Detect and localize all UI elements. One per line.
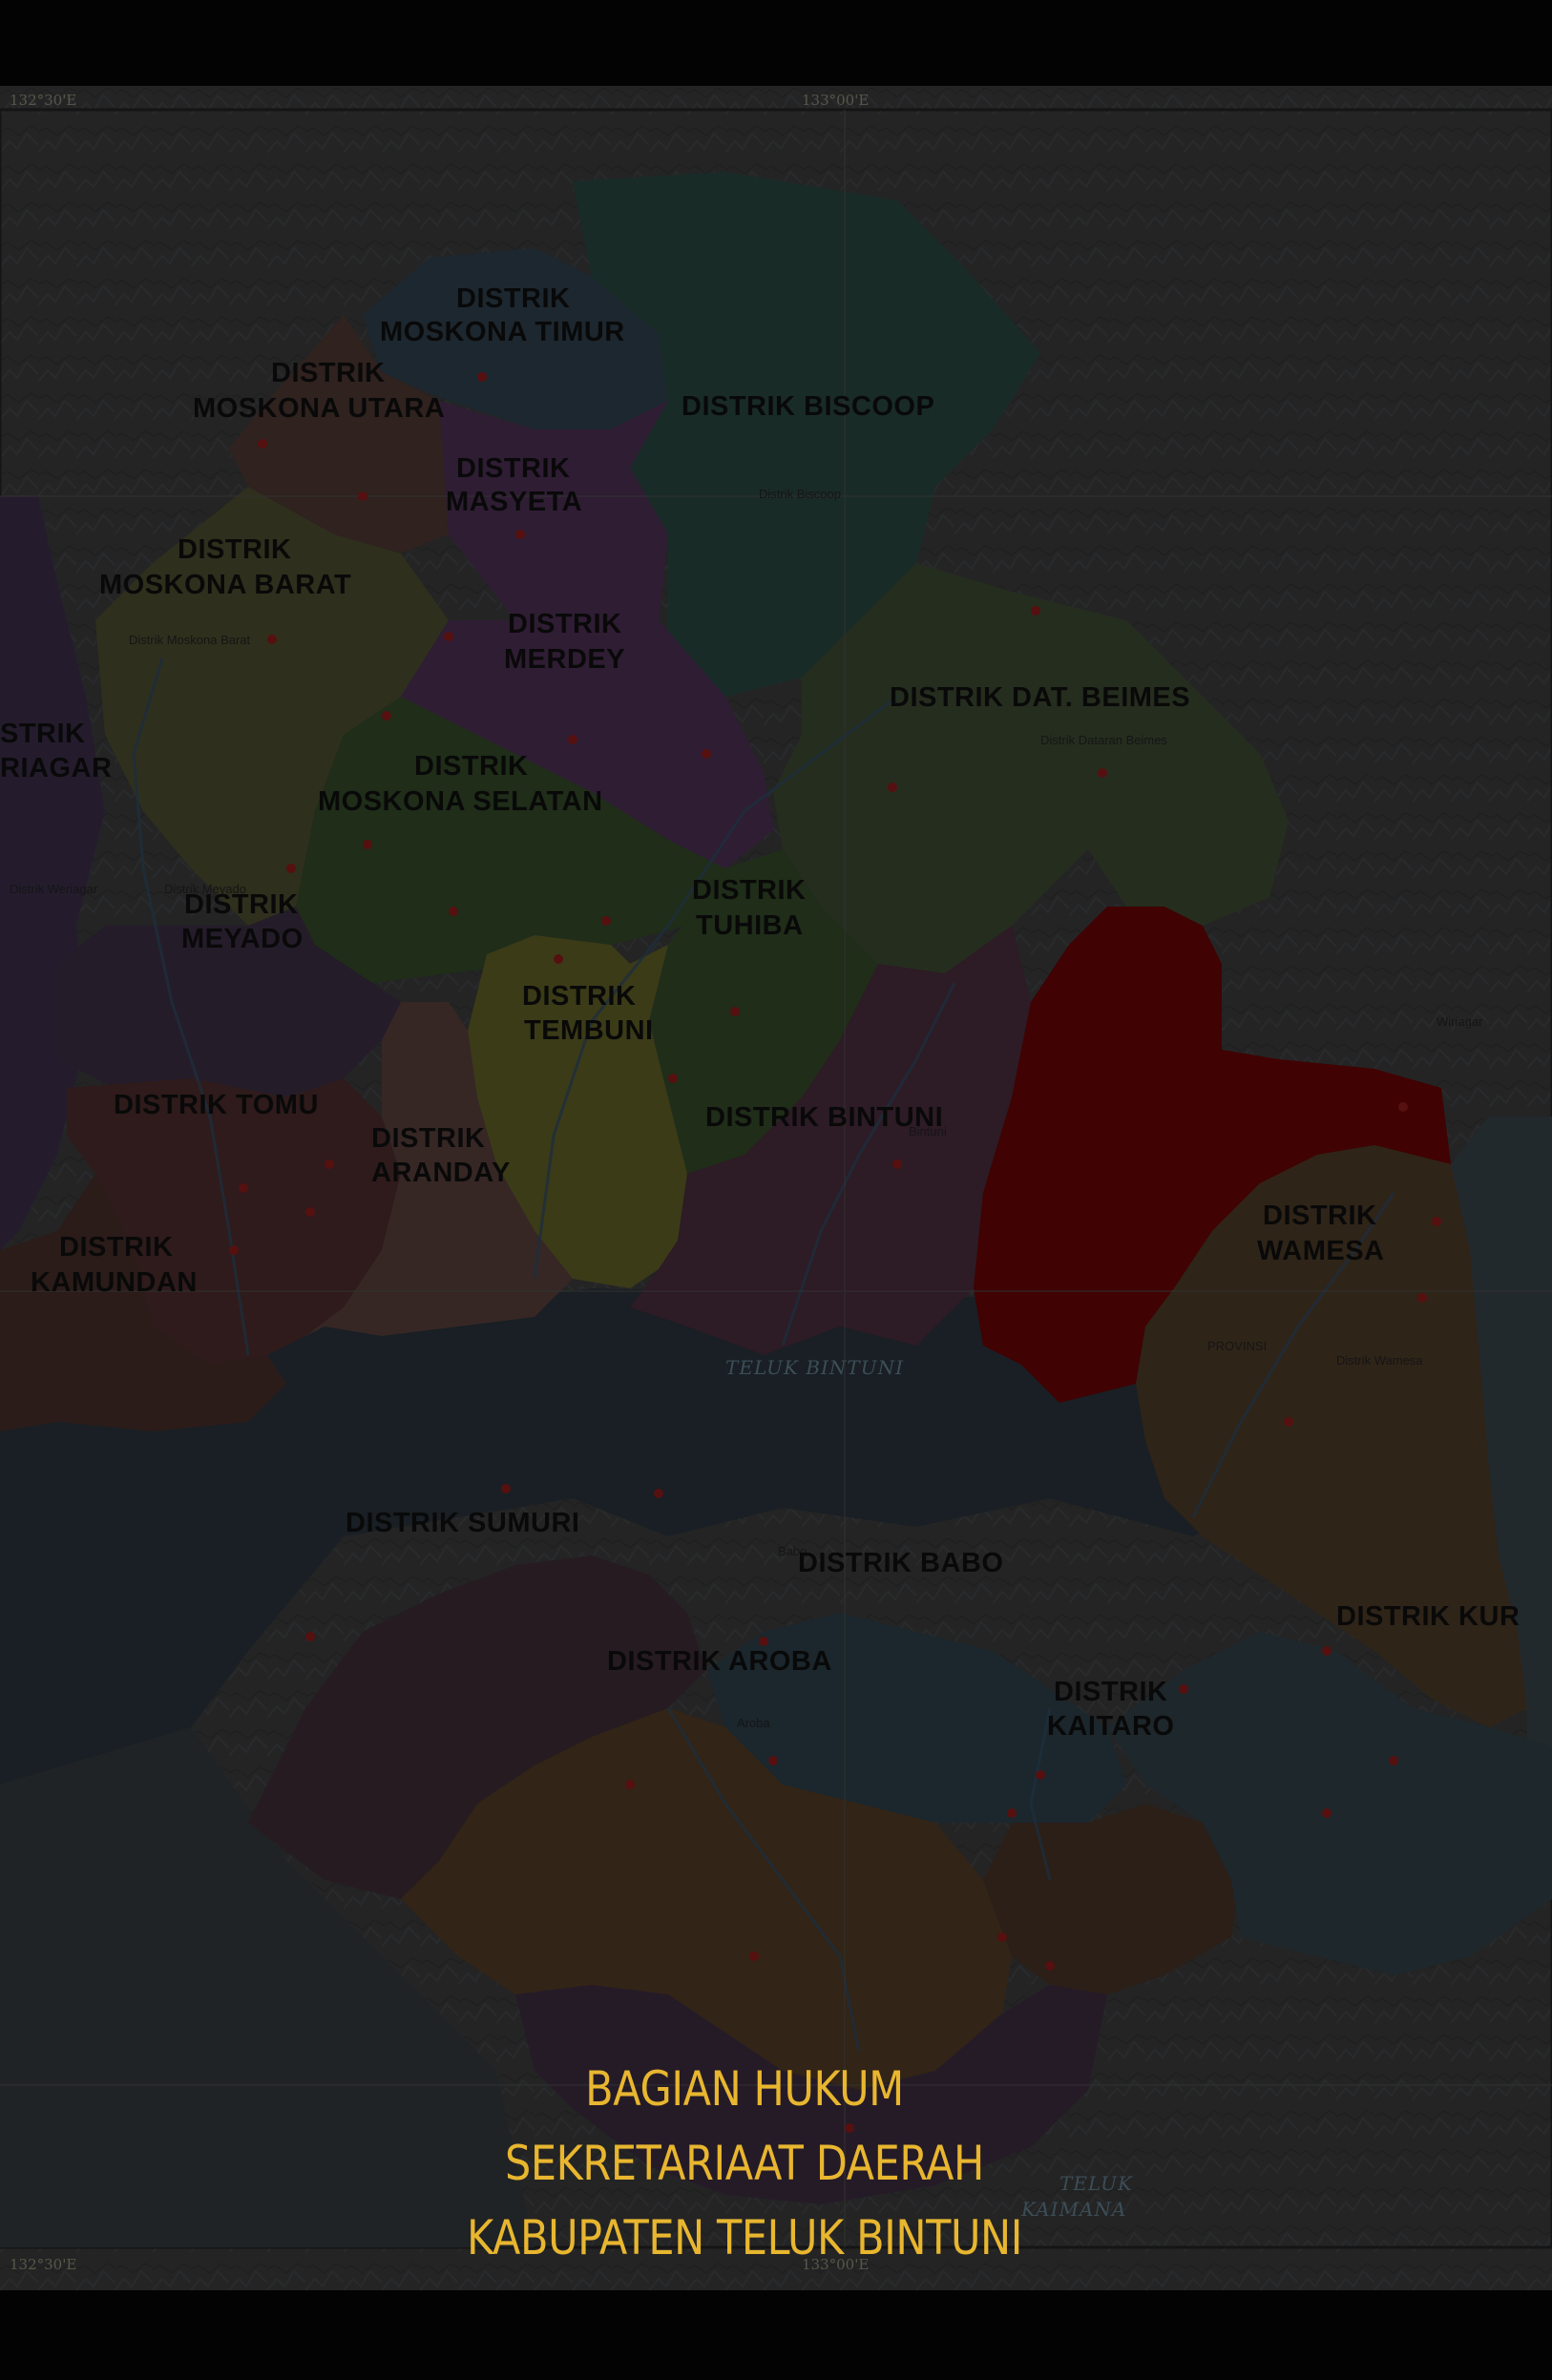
map-canvas: 132°30'E 133°00'E 132°30'E 133°00'E TELU… — [0, 86, 1552, 2290]
label-aranday-1: DISTRIK — [371, 1123, 486, 1154]
town-distrik-dataran-beimes: Distrik Dataran Beimes — [1040, 733, 1167, 747]
town-distrik-biscoop: Distrik Biscoop — [759, 487, 841, 501]
town-markers — [229, 372, 1441, 2133]
town-provinsi: PROVINSI — [1207, 1339, 1267, 1353]
coord-top-left: 132°30'E — [10, 92, 76, 109]
label-moskona-selatan-2: MOSKONA SELATAN — [318, 786, 603, 817]
label-moskona-barat-2: MOSKONA BARAT — [99, 570, 351, 600]
region-kamundan — [0, 1174, 286, 1431]
sea-southwest — [0, 1727, 535, 2247]
label-wamesa-1: DISTRIK — [1263, 1200, 1377, 1231]
teluk-bintuni-label: TELUK BINTUNI — [725, 1356, 904, 1379]
region-biscoop — [573, 172, 1040, 697]
label-aroba: DISTRIK AROBA — [607, 1646, 832, 1677]
label-moskona-barat-1: DISTRIK — [178, 534, 292, 565]
label-tomu: DISTRIK TOMU — [114, 1090, 319, 1120]
label-moskona-selatan-1: DISTRIK — [414, 751, 529, 782]
label-bintuni: DISTRIK BINTUNI — [705, 1102, 943, 1133]
label-tembuni-2: TEMBUNI — [524, 1015, 654, 1046]
region-kaitaro — [983, 1804, 1241, 1994]
label-weriagar-1: STRIK — [0, 719, 86, 749]
region-meyado — [57, 907, 401, 1097]
label-tuhiba-2: TUHIBA — [696, 910, 804, 941]
bottom-black-bar — [0, 2290, 1552, 2380]
region-moskona-timur — [363, 248, 668, 429]
caption-block: BAGIAN HUKUM SEKRETARIAAT DAERAH KABUPAT… — [104, 2052, 1385, 2275]
label-biscoop: DISTRIK BISCOOP — [682, 391, 934, 422]
label-dat-beimes: DISTRIK DAT. BEIMES — [890, 682, 1190, 713]
teluk-kaimana-label-2: KAIMANA — [1020, 2198, 1126, 2221]
region-sumuri — [248, 1555, 706, 1899]
map-border — [0, 108, 1552, 2249]
label-masyeta-2: MASYETA — [446, 487, 582, 517]
region-east — [1451, 1117, 1552, 1823]
label-wamesa-2: WAMESA — [1257, 1236, 1385, 1266]
label-weriagar-2: RIAGAR — [0, 753, 112, 783]
label-babo: DISTRIK BABO — [798, 1548, 1003, 1578]
town-distrik-weriagar: Distrik Weriagar — [10, 882, 98, 896]
caption-line-2: SEKRETARIAAT DAERAH — [505, 2136, 984, 2191]
label-kamundan-1: DISTRIK — [59, 1232, 174, 1263]
label-sumuri: DISTRIK SUMURI — [346, 1508, 579, 1538]
region-aranday — [305, 1002, 573, 1336]
town-distrik-wamesa: Distrik Wamesa — [1336, 1353, 1423, 1367]
town-distrik-moskona-barat: Distrik Moskona Barat — [129, 633, 251, 647]
region-babo — [706, 1613, 1126, 1823]
graticule — [0, 110, 1552, 2247]
label-meyado-2: MEYADO — [181, 924, 304, 954]
label-masyeta-1: DISTRIK — [456, 453, 571, 484]
label-kaitaro-1: DISTRIK — [1054, 1677, 1168, 1707]
region-kuri — [1107, 1632, 1552, 1975]
label-moskona-utara-1: DISTRIK — [271, 358, 386, 388]
dim-overlay — [0, 86, 1552, 2290]
label-kamundan-2: KAMUNDAN — [31, 1267, 198, 1298]
region-dat-beimes — [773, 563, 1289, 973]
caption-line-3: KABUPATEN TELUK BINTUNI — [466, 2210, 1022, 2265]
teluk-bintuni-water — [0, 1288, 1289, 1785]
label-aranday-2: ARANDAY — [371, 1158, 511, 1188]
town-wiriagar: Wiriagar — [1437, 1014, 1483, 1029]
district-map: 132°30'E 133°00'E 132°30'E 133°00'E TELU… — [0, 86, 1552, 2290]
label-moskona-utara-2: MOSKONA UTARA — [193, 393, 445, 424]
town-bintuni: Bintuni — [909, 1124, 947, 1138]
coord-bottom-left: 132°30'E — [10, 2256, 76, 2273]
district-labels: DISTRIK MOSKONA TIMUR DISTRIK BISCOOP DI… — [0, 283, 1520, 1742]
region-merdey — [401, 620, 773, 868]
region-tomu — [67, 1078, 401, 1365]
coord-bottom-mid: 133°00'E — [802, 2256, 869, 2273]
label-merdey-2: MERDEY — [504, 644, 625, 675]
town-distrik-meyado: Distrik Meyado — [164, 882, 246, 896]
label-tembuni-1: DISTRIK — [522, 981, 637, 1012]
region-moskona-utara — [229, 315, 449, 553]
teluk-kaimana-label-1: TELUK — [1059, 2172, 1133, 2195]
region-moskona-barat — [95, 487, 449, 926]
coord-top-mid: 133°00'E — [802, 92, 869, 109]
label-kuri: DISTRIK KUR — [1336, 1601, 1520, 1632]
region-masyeta — [439, 401, 668, 639]
town-babo: Babo — [778, 1544, 807, 1558]
town-aroba: Aroba — [737, 1716, 770, 1730]
rivers — [132, 658, 1395, 2053]
caption-line-1: BAGIAN HUKUM — [585, 2061, 904, 2117]
region-tembuni — [468, 935, 687, 1288]
label-tuhiba-1: DISTRIK — [692, 875, 807, 906]
region-tuhiba — [649, 849, 878, 1174]
highlighted-district — [974, 907, 1451, 1403]
label-kaitaro-2: KAITARO — [1047, 1711, 1174, 1742]
region-moskona-selatan — [296, 697, 725, 983]
label-moskona-timur-1: DISTRIK — [456, 283, 571, 314]
top-black-bar — [0, 0, 1552, 86]
region-south — [515, 1985, 1107, 2204]
label-meyado-1: DISTRIK — [184, 889, 299, 920]
label-moskona-timur-2: MOSKONA TIMUR — [380, 317, 625, 347]
label-merdey-1: DISTRIK — [508, 609, 622, 639]
